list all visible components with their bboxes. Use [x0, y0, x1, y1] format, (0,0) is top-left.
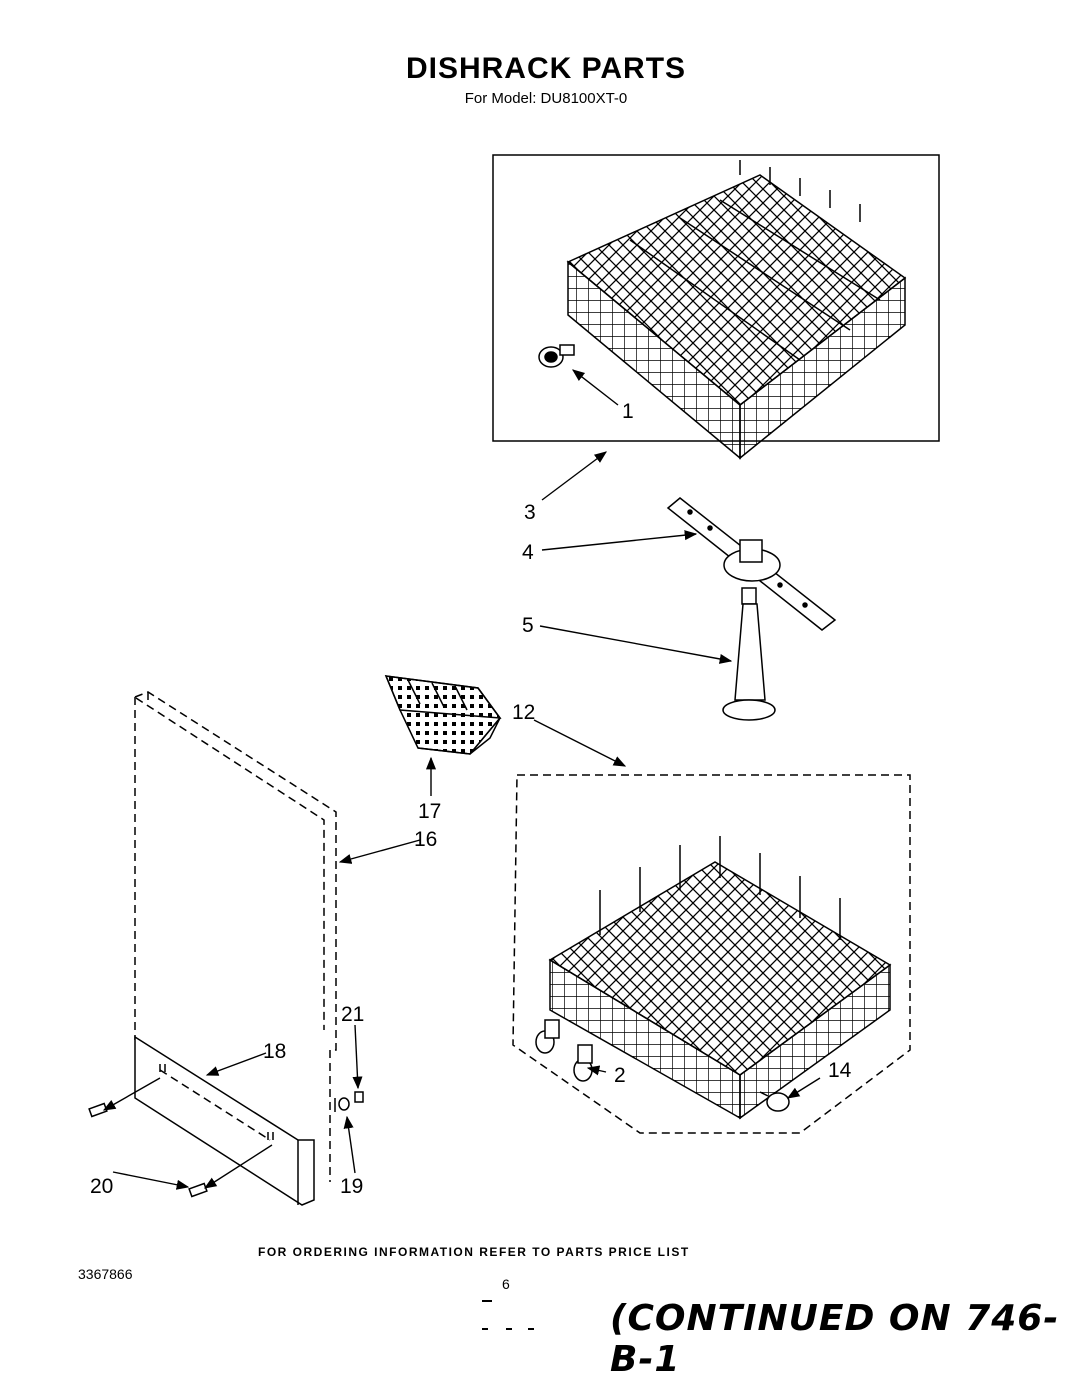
upper-rack-frame: [492, 154, 940, 442]
upper-dishrack: [566, 160, 907, 460]
callout-5: 5: [522, 614, 534, 637]
lower-dishrack: [548, 836, 892, 1120]
leader-lines: [102, 369, 821, 1190]
callout-20: 20: [90, 1175, 113, 1198]
spray-arm-part-4: [666, 497, 837, 631]
callout-4: 4: [522, 541, 534, 564]
callout-3: 3: [524, 501, 536, 524]
silverware-basket-part-17: [384, 675, 502, 755]
door-panel-part-16: [134, 691, 337, 1182]
callout-19: 19: [340, 1175, 363, 1198]
callout-18: 18: [263, 1040, 286, 1063]
callout-17: 17: [418, 800, 441, 823]
callout-21: 21: [341, 1003, 364, 1026]
callout-16: 16: [414, 828, 437, 851]
rack-roller-part-2: [535, 1019, 593, 1082]
lower-rack-frame: [512, 774, 911, 1134]
continued-note: (CONTINUED ON 746-B-1: [610, 1298, 1060, 1380]
page-title: DISHRACK PARTS: [405, 52, 687, 85]
callout-1: 1: [622, 400, 634, 423]
model-subtitle: For Model: DU8100XT-0: [464, 90, 628, 107]
spray-tube-part-5: [722, 587, 776, 721]
callout-2: 2: [614, 1064, 626, 1087]
page-number: 6: [502, 1276, 510, 1292]
access-panel-part-18: [134, 1035, 315, 1206]
rack-stop-part-1: [538, 344, 575, 368]
fasteners-parts-19-21: [334, 1091, 364, 1112]
callout-12: 12: [512, 701, 535, 724]
callout-14: 14: [828, 1059, 852, 1082]
rack-end-cap-part-14: [759, 1091, 790, 1112]
ordering-note: FOR ORDERING INFORMATION REFER TO PARTS …: [258, 1245, 690, 1259]
document-number: 3367866: [78, 1266, 133, 1282]
scan-marks: [482, 1300, 534, 1330]
